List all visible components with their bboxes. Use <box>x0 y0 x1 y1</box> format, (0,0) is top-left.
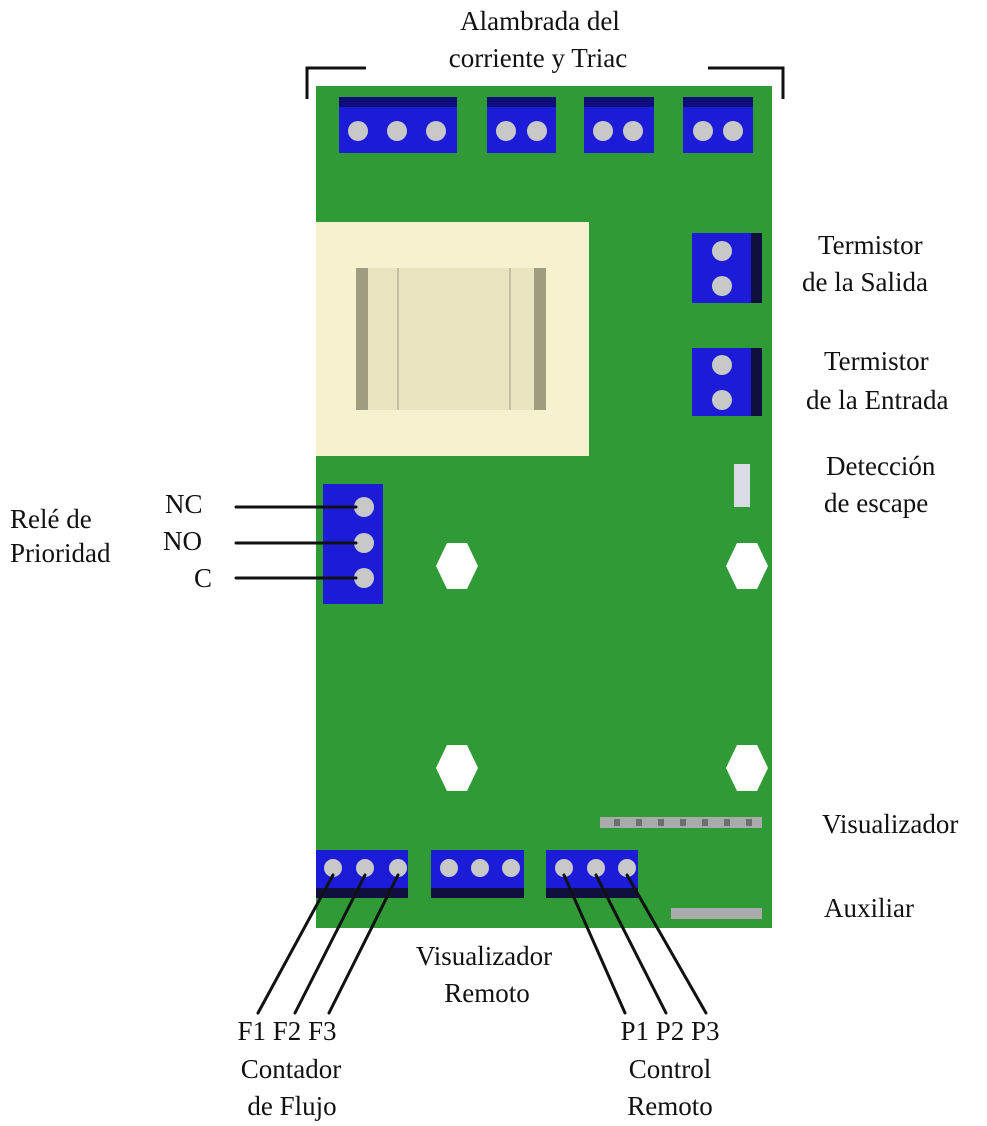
top-bracket <box>305 66 785 99</box>
terminal-visualizador-remoto <box>431 850 524 898</box>
top-terminal-3pin <box>339 97 457 153</box>
label-flujo-2: de Flujo <box>247 1091 336 1121</box>
label-flujo-pins: F1 F2 F3 <box>237 1016 336 1046</box>
display-connector <box>600 817 762 828</box>
label-control-1: Control <box>629 1054 712 1084</box>
label-c: C <box>194 563 212 593</box>
label-visualizador: Visualizador <box>822 809 958 839</box>
label-no: NO <box>163 526 202 556</box>
label-termistor-salida-1: Termistor <box>818 230 923 260</box>
top-terminal-2pin-2 <box>584 97 654 153</box>
terminal-termistor-entrada <box>692 348 762 416</box>
terminal-control-remoto <box>546 850 638 898</box>
terminal-termistor-salida <box>692 233 762 303</box>
label-rele-2: Prioridad <box>10 538 111 568</box>
label-termistor-entrada-2: de la Entrada <box>806 385 948 415</box>
circuit-board <box>316 86 772 928</box>
label-visualizador-remoto-2: Remoto <box>444 978 530 1008</box>
label-control-2: Remoto <box>627 1091 713 1121</box>
label-visualizador-remoto-1: Visualizador <box>416 941 552 971</box>
leak-detection-connector <box>734 464 750 507</box>
transformer-icon <box>316 222 589 456</box>
label-termistor-salida-2: de la Salida <box>802 267 928 297</box>
label-termistor-entrada-1: Termistor <box>824 346 929 376</box>
top-terminal-2pin-1 <box>487 97 556 153</box>
label-top-title-2: corriente y Triac <box>449 43 627 73</box>
label-deteccion-2: de escape <box>824 488 928 518</box>
label-flujo-1: Contador <box>241 1054 342 1084</box>
hexagon-icon <box>436 543 768 791</box>
label-rele-1: Relé de <box>10 504 92 534</box>
top-terminal-2pin-3 <box>683 97 753 153</box>
auxiliary-connector <box>671 908 762 919</box>
label-nc: NC <box>165 489 203 519</box>
label-deteccion-1: Detección <box>826 451 936 481</box>
label-top-title-1: Alambrada del <box>460 6 620 36</box>
label-control-pins: P1 P2 P3 <box>620 1016 719 1046</box>
label-auxiliar: Auxiliar <box>824 893 914 923</box>
terminal-contador-flujo <box>316 850 408 898</box>
leader-lines <box>234 505 708 1015</box>
